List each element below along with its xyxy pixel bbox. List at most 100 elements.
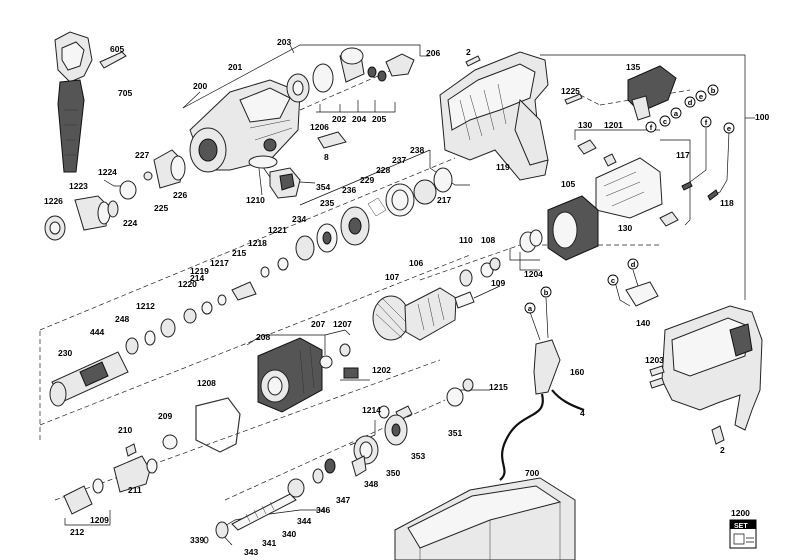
part-label-341: 341 <box>262 538 276 548</box>
part-label-1223: 1223 <box>69 181 88 191</box>
wire-label-d2: d <box>631 260 636 269</box>
part-label-248: 248 <box>115 314 129 324</box>
part-label-1201: 1201 <box>604 120 623 130</box>
part-label-160: 160 <box>570 367 584 377</box>
wire-label-circle-d1 <box>684 96 696 108</box>
wire-label-a2: a <box>528 304 533 313</box>
part-label-2a: 2 <box>466 47 471 57</box>
part-label-1221: 1221 <box>268 225 287 235</box>
assembly-guide-lines <box>39 61 691 501</box>
part-label-1215: 1215 <box>489 382 508 392</box>
part-label-350: 350 <box>386 468 400 478</box>
part-label-2b: 2 <box>720 445 725 455</box>
part-label-1206: 1206 <box>310 122 329 132</box>
part-label-1208: 1208 <box>197 378 216 388</box>
part-label-1210: 1210 <box>246 195 265 205</box>
part-label-8: 8 <box>324 152 329 162</box>
drive-gears <box>351 414 408 477</box>
set-badge-text: SET <box>734 523 748 530</box>
wire-label-circle-f2 <box>700 116 712 128</box>
part-label-1214: 1214 <box>362 405 381 415</box>
part-label-119: 119 <box>496 162 510 172</box>
part-label-340: 340 <box>282 529 296 539</box>
part-label-235: 235 <box>320 198 334 208</box>
part-label-1225: 1225 <box>561 86 580 96</box>
wire-label-c1: c <box>663 117 667 126</box>
part-label-206: 206 <box>426 48 440 58</box>
part-label-225: 225 <box>154 203 168 213</box>
part-label-211: 211 <box>128 485 142 495</box>
wire-label-circle-f1 <box>645 121 657 133</box>
wire-label-f2: f <box>705 118 708 127</box>
part-label-353: 353 <box>411 451 425 461</box>
part-label-444: 444 <box>90 327 104 337</box>
wire-label-a1: a <box>674 109 679 118</box>
wire-label-circle-c2 <box>607 274 619 286</box>
part-label-1217: 1217 <box>210 258 229 268</box>
part-label-237: 237 <box>392 155 406 165</box>
part-label-204: 204 <box>352 114 366 124</box>
part-label-1218: 1218 <box>248 238 267 248</box>
part-label-140: 140 <box>636 318 650 328</box>
wires <box>681 128 730 201</box>
part-label-238: 238 <box>410 145 424 155</box>
part-label-108: 108 <box>481 235 495 245</box>
part-label-1202: 1202 <box>372 365 391 375</box>
part-label-106: 106 <box>409 258 423 268</box>
part-label-130b: 130 <box>618 223 632 233</box>
wire-label-circle-a2 <box>524 302 536 314</box>
part-label-215: 215 <box>232 248 246 258</box>
wire-label-e2: e <box>727 124 731 133</box>
part-label-209: 209 <box>158 411 172 421</box>
part-label-110: 110 <box>459 235 473 245</box>
part-label-1204: 1204 <box>524 269 543 279</box>
wire-label-circle-e1 <box>695 90 707 102</box>
hammer-mechanism <box>49 167 453 407</box>
part-label-1203: 1203 <box>645 355 664 365</box>
auxiliary-handle <box>54 31 127 173</box>
part-label-1209: 1209 <box>90 515 109 525</box>
part-label-212: 212 <box>70 527 84 537</box>
part-label-117: 117 <box>676 150 690 160</box>
part-label-228: 228 <box>376 165 390 175</box>
part-label-344: 344 <box>297 516 311 526</box>
gearbox-housing <box>257 337 359 413</box>
part-label-203: 203 <box>277 37 291 47</box>
stator <box>547 195 599 261</box>
wire-label-circle-d2 <box>627 258 639 270</box>
part-label-705: 705 <box>118 88 132 98</box>
part-label-201: 201 <box>228 62 242 72</box>
wire-label-circle-e2 <box>723 122 735 134</box>
nose-parts <box>44 149 186 241</box>
wire-label-f1: f <box>650 123 653 132</box>
wire-label-circle-c1 <box>659 115 671 127</box>
set-badge: SET <box>729 519 757 549</box>
part-label-130a: 130 <box>578 120 592 130</box>
part-label-346: 346 <box>316 505 330 515</box>
gear-housing <box>189 79 301 173</box>
wire-label-b2: b <box>544 288 549 297</box>
part-label-354: 354 <box>316 182 330 192</box>
top-rings <box>286 47 415 149</box>
part-label-1224: 1224 <box>98 167 117 177</box>
wire-label-circle-b2 <box>540 286 552 298</box>
part-label-200: 200 <box>193 81 207 91</box>
part-label-343: 343 <box>244 547 258 557</box>
spindle-row <box>203 458 336 544</box>
wire-label-circle-a1 <box>670 107 682 119</box>
part-label-229: 229 <box>360 175 374 185</box>
part-label-227: 227 <box>135 150 149 160</box>
gasket <box>195 397 241 453</box>
part-label-208: 208 <box>256 332 270 342</box>
part-label-339: 339 <box>190 535 204 545</box>
part-label-135: 135 <box>626 62 640 72</box>
part-label-226: 226 <box>173 190 187 200</box>
mode-selector <box>248 155 301 199</box>
part-label-205: 205 <box>372 114 386 124</box>
part-label-210: 210 <box>118 425 132 435</box>
part-label-109: 109 <box>491 278 505 288</box>
part-label-217: 217 <box>437 195 451 205</box>
